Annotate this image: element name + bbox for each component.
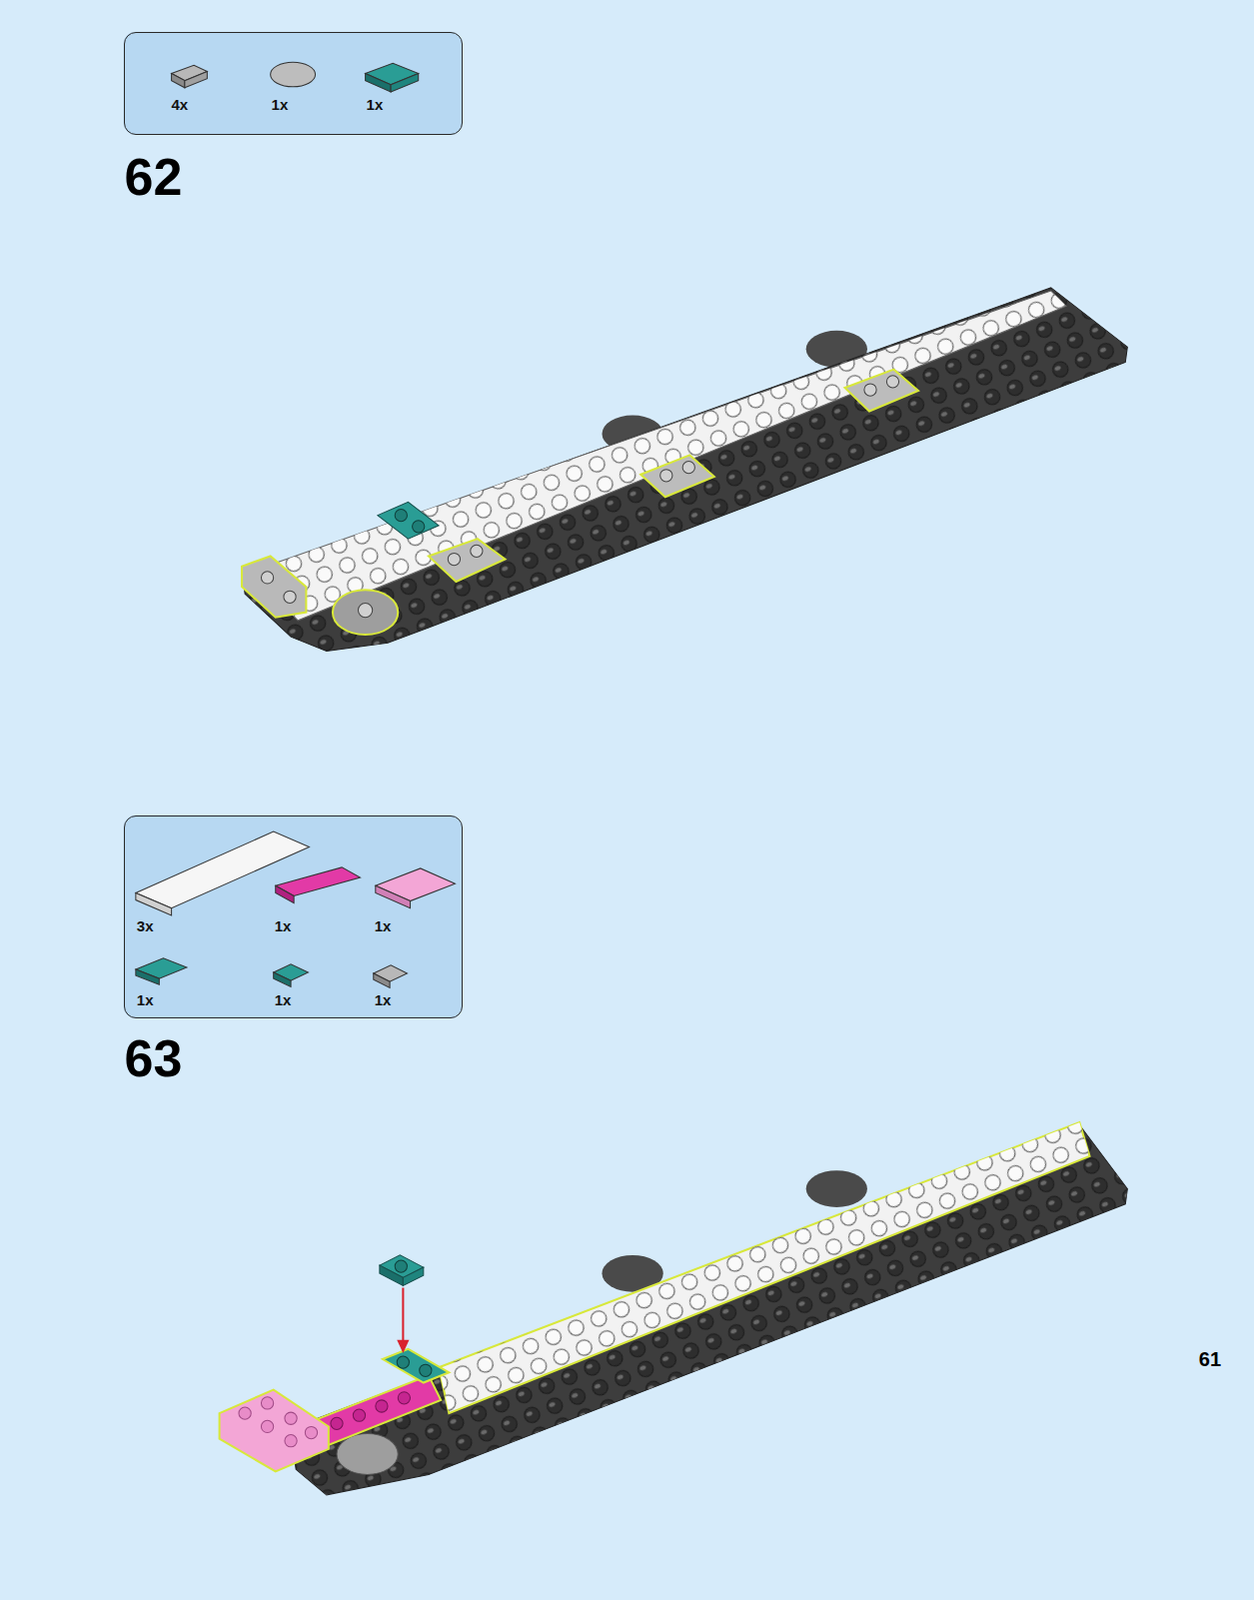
page-number: 61 — [1199, 1348, 1222, 1369]
part-count: 1x — [271, 95, 289, 113]
part-count: 1x — [274, 917, 292, 935]
part-count: 1x — [366, 95, 384, 113]
part-count: 1x — [136, 991, 154, 1009]
part-count: 4x — [171, 95, 189, 113]
parts-callout: 4x 1x 1x — [123, 31, 463, 135]
part-count: 1x — [374, 991, 392, 1009]
part-count: 3x — [136, 917, 154, 935]
parts-callout: 3x 1x 1x 1x 1x 1x — [123, 815, 463, 1019]
part-count: 1x — [374, 917, 392, 935]
part-count: 1x — [274, 991, 292, 1009]
step-number: 63 — [124, 1032, 183, 1085]
step-number: 62 — [124, 150, 183, 203]
